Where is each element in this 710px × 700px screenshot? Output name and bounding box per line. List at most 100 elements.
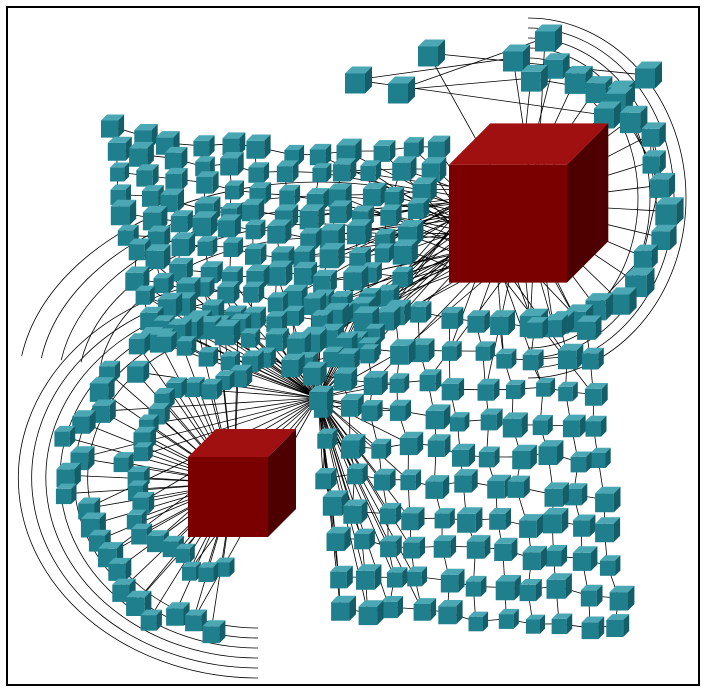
graph-node-cube	[503, 44, 530, 72]
graph-node-cube	[478, 446, 500, 468]
graph-node-cube	[330, 565, 353, 589]
graph-node-cube	[358, 600, 384, 626]
graph-node-cube	[522, 349, 544, 371]
graph-node-cube	[590, 447, 611, 468]
graph-node-cube	[558, 381, 578, 402]
graph-node-cube	[198, 347, 219, 367]
graph-node-cube	[585, 415, 607, 437]
graph-node-cube	[495, 575, 521, 601]
graph-node-cube	[347, 463, 368, 485]
graph-node-cube	[538, 440, 564, 465]
graph-node-cube	[112, 578, 136, 602]
graph-node-cube	[176, 336, 197, 356]
graph-node-cube	[399, 431, 424, 456]
graph-node-cube	[345, 66, 372, 94]
graph-node-cube	[309, 143, 332, 166]
graph-node-cube	[512, 444, 537, 470]
graph-node-cube	[532, 414, 553, 436]
graph-node-cube	[371, 438, 392, 459]
graph-node-cube	[507, 475, 530, 498]
graph-node-cube	[389, 399, 411, 421]
graph-node-cube	[127, 360, 150, 383]
graph-node-cube	[434, 508, 455, 529]
graph-node-cube	[170, 210, 193, 233]
graph-node-cube	[379, 502, 402, 525]
graph-node-cube	[343, 499, 368, 524]
graph-node-cube	[171, 232, 196, 257]
graph-node-cube	[267, 260, 293, 286]
graph-node-cube	[182, 561, 201, 581]
graph-node-cube	[201, 378, 223, 400]
graph-node-cube	[373, 468, 396, 491]
graph-node-cube	[346, 219, 372, 245]
graph-node-cube	[340, 434, 366, 459]
graph-node-cube	[145, 244, 171, 270]
graph-edge	[427, 52, 646, 76]
graph-node-cube	[380, 535, 402, 558]
graph-node-cube	[156, 331, 177, 353]
graph-node-cube	[133, 442, 153, 462]
graph-node-cube	[480, 408, 503, 431]
graph-node-cube	[457, 507, 483, 533]
graph-node-cube	[279, 184, 301, 206]
graph-node-cube	[360, 344, 380, 364]
graph-node-cube	[312, 163, 332, 183]
graph-node-cube	[609, 585, 635, 611]
graph-node-cube	[362, 182, 387, 207]
graph-edge	[317, 397, 411, 519]
graph-node-cube	[506, 379, 526, 400]
graph-node-cube	[496, 348, 517, 369]
graph-node-cube	[267, 219, 292, 244]
graph-node-cube	[222, 132, 246, 156]
graph-node-cube	[565, 483, 588, 506]
graph-node-cube	[655, 197, 684, 226]
graph-node-cube	[107, 136, 132, 161]
node-layer	[54, 24, 684, 644]
graph-node-cube	[438, 600, 463, 625]
graph-node-cube	[240, 328, 261, 348]
graph-node-cube	[373, 140, 396, 162]
graph-node-cube	[619, 105, 648, 134]
graph-node-cube	[276, 160, 299, 183]
graph-node-cube	[267, 292, 288, 313]
graph-node-cube	[101, 114, 125, 138]
graph-node-cube	[572, 546, 598, 571]
graph-node-cube	[166, 602, 190, 626]
graph-node-cube	[427, 135, 451, 158]
graph-node-cube	[128, 333, 150, 355]
graph-node-cube	[92, 399, 116, 423]
graph-node-cube	[284, 305, 305, 326]
graph-node-cube	[300, 227, 322, 249]
graph-node-cube	[217, 214, 241, 238]
graph-node-cube	[340, 393, 364, 417]
graph-node-cube	[581, 616, 605, 640]
graph-node-cube	[440, 568, 465, 593]
graph-node-cube	[215, 557, 235, 577]
graph-node-cube	[413, 598, 437, 621]
graph-node-cube	[580, 584, 603, 607]
graph-node-cube	[266, 311, 288, 332]
graph-edge	[397, 77, 531, 91]
graph-node-cube	[419, 369, 442, 392]
graph-node-cube	[380, 596, 403, 619]
graph-node-cube	[418, 39, 445, 67]
graph-node-cube	[392, 266, 414, 288]
graph-node-cube	[299, 204, 325, 230]
graph-node-cube	[392, 156, 417, 181]
graph-node-cube	[125, 266, 150, 291]
graph-node-cube	[551, 613, 573, 635]
graph-node-cube	[110, 162, 130, 182]
graph-node-cube	[595, 517, 621, 543]
graph-node-cube	[606, 614, 630, 637]
graph-node-cube	[374, 243, 394, 263]
graph-node-cube	[384, 186, 405, 207]
graph-node-cube	[220, 152, 244, 176]
graph-node-cube	[246, 134, 271, 159]
graph-node-cube	[332, 158, 357, 182]
graph-node-cube	[433, 535, 457, 558]
graph-node-cube	[542, 507, 569, 534]
graph-node-cube	[110, 199, 137, 226]
graph-node-cube	[544, 314, 568, 338]
graph-node-cube	[331, 595, 356, 621]
graph-node-cube	[584, 383, 608, 406]
